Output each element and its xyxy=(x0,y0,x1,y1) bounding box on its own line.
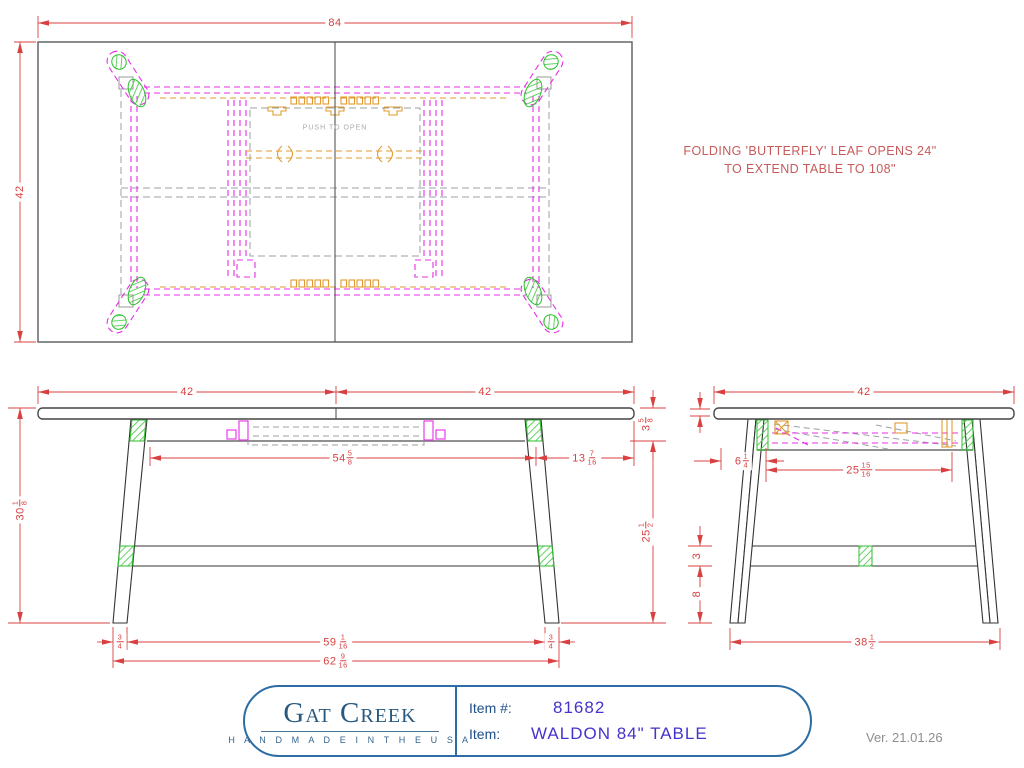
version-label: Ver. 21.01.26 xyxy=(866,730,943,745)
dim-stretcher-height: 3 xyxy=(691,549,703,563)
side-leaf-hardware xyxy=(774,418,953,448)
item-number-value: 81682 xyxy=(553,698,606,717)
leaf-hinges xyxy=(276,145,394,163)
butterfly-leaf-note: FOLDING 'BUTTERFLY' LEAF OPENS 24" TO EX… xyxy=(683,142,936,178)
side-folded-leaf-hidden xyxy=(773,423,957,450)
front-left-leg xyxy=(112,418,148,624)
dim-front-half-right: 42 xyxy=(475,386,495,398)
front-leg-joints xyxy=(117,419,555,567)
push-to-open-label: PUSH TO OPEN xyxy=(302,124,368,132)
item-name-row: Item: WALDON 84" TABLE xyxy=(469,724,810,744)
item-info: Item #: 81682 Item: WALDON 84" TABLE xyxy=(457,687,810,755)
front-view-drawing xyxy=(37,407,635,624)
side-leg-joints xyxy=(756,419,974,567)
dim-front-half-left: 42 xyxy=(177,386,197,398)
brand-tagline: H A N D M A D E I N T H E U S A xyxy=(228,735,472,745)
dim-top-width: 84 xyxy=(325,17,345,29)
item-name-label: Item: xyxy=(469,726,501,742)
top-view-drawing xyxy=(37,41,633,343)
title-block: Gat Creek H A N D M A D E I N T H E U S … xyxy=(228,685,812,757)
note-line-1: FOLDING 'BUTTERFLY' LEAF OPENS 24" xyxy=(683,143,937,158)
side-underframe-hidden xyxy=(772,427,958,447)
item-number-row: Item #: 81682 xyxy=(469,698,810,718)
dim-side-width: 42 xyxy=(854,386,874,398)
front-leaf-brackets xyxy=(226,420,446,441)
brand-logo: Gat Creek xyxy=(283,697,417,729)
front-right-leg xyxy=(524,418,560,624)
brand-area: Gat Creek H A N D M A D E I N T H E U S … xyxy=(228,687,468,755)
title-block-divider xyxy=(455,687,457,755)
item-name-value: WALDON 84" TABLE xyxy=(531,724,708,743)
note-line-2: TO EXTEND TABLE TO 108" xyxy=(724,162,896,176)
dim-stretcher-clearance: 8 xyxy=(691,587,703,601)
brand-rule xyxy=(261,731,439,732)
slide-track-top xyxy=(290,96,380,105)
side-view-drawing xyxy=(713,407,1015,624)
slide-track-bottom xyxy=(290,279,380,288)
leg-sections-plan xyxy=(111,54,559,330)
dim-top-depth: 42 xyxy=(14,182,26,202)
side-tabletop xyxy=(713,407,1015,420)
item-number-label: Item #: xyxy=(469,700,512,716)
